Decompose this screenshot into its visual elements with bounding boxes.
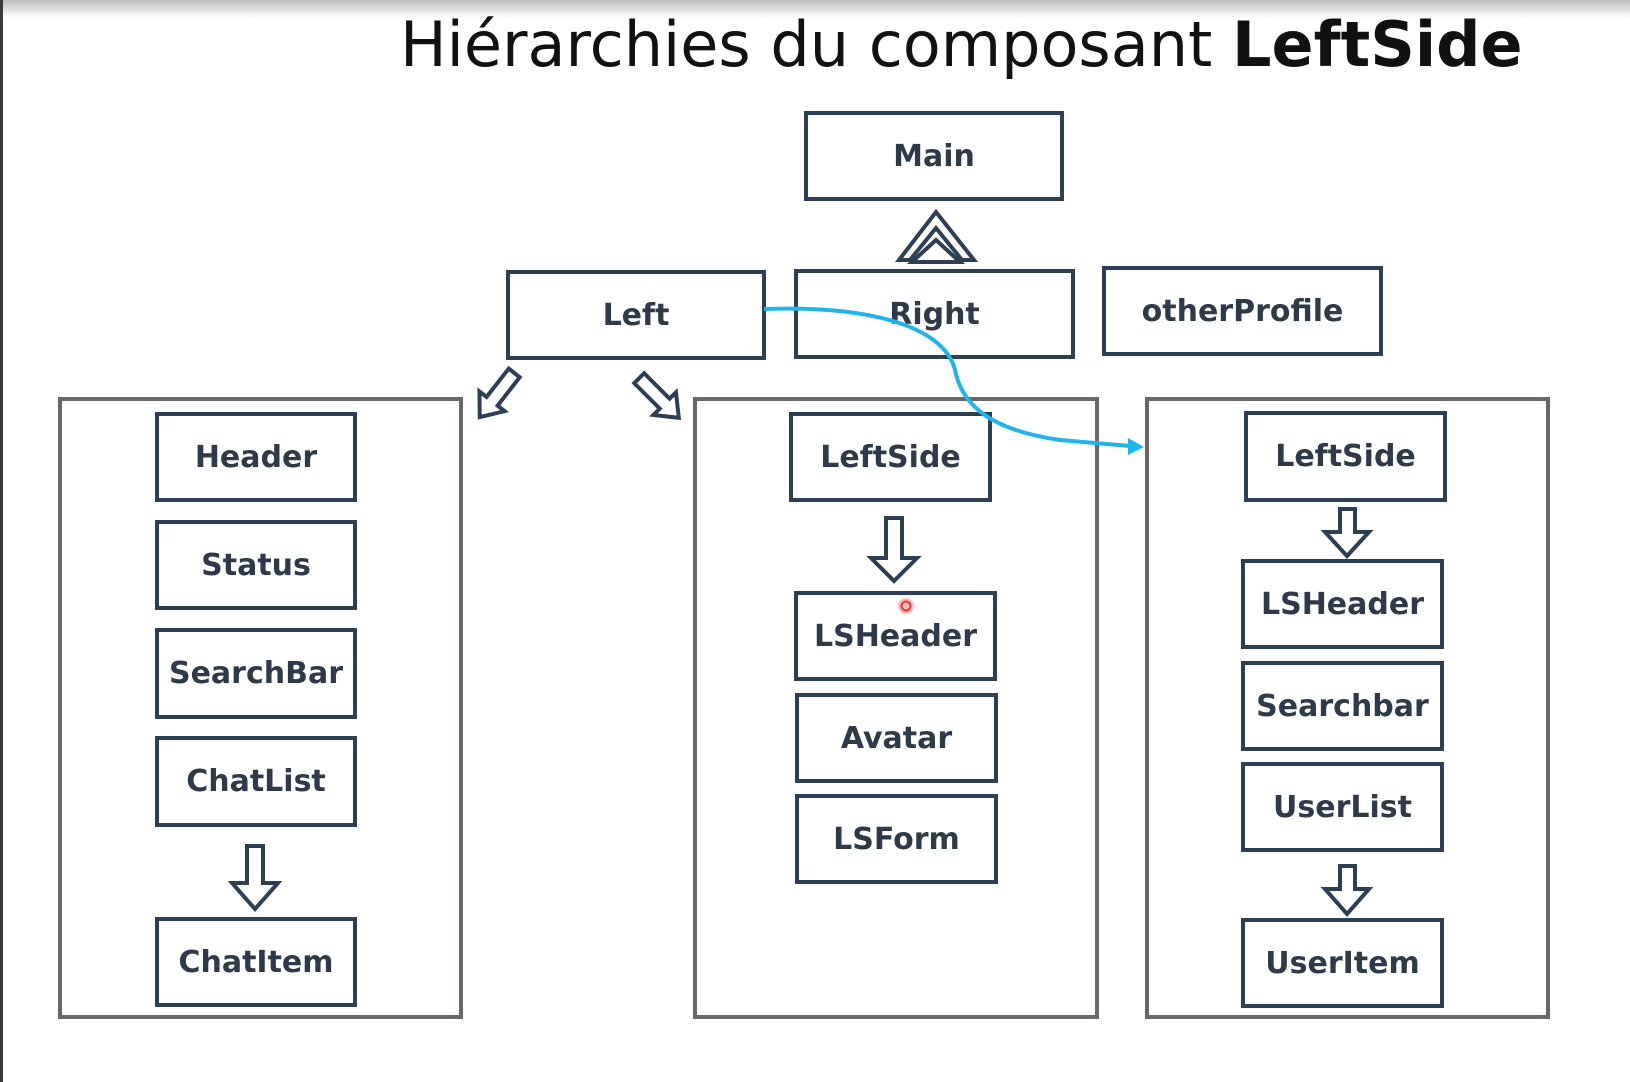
node-chatlist: ChatList — [155, 736, 357, 827]
node-chatitem: ChatItem — [155, 917, 357, 1007]
arrow-down-icon — [1320, 507, 1374, 559]
arrow-down-icon — [866, 516, 922, 584]
node-userlist: UserList — [1241, 762, 1444, 852]
otherprofile-panel — [1145, 397, 1550, 1019]
node-lsform: LSForm — [795, 794, 998, 884]
node-left: Left — [506, 270, 766, 360]
window-edge — [0, 0, 3, 1082]
title-bold: LeftSide — [1232, 8, 1523, 81]
node-searchbar-2: Searchbar — [1241, 661, 1444, 751]
cursor-indicator-icon — [898, 598, 914, 614]
node-main: Main — [804, 111, 1064, 201]
title-text: Hiérarchies du composant — [400, 8, 1233, 81]
node-searchbar: SearchBar — [155, 628, 357, 719]
node-avatar: Avatar — [795, 693, 998, 783]
arrow-down-right-icon — [631, 370, 682, 421]
leftside-panel — [693, 397, 1099, 1019]
node-leftside-2: LeftSide — [1244, 411, 1447, 502]
left-children-panel — [58, 397, 463, 1019]
arrow-down-left-icon — [477, 365, 523, 420]
arrow-down-icon — [1320, 864, 1374, 918]
slide-title: Hiérarchies du composant LeftSide — [400, 4, 1530, 86]
node-status: Status — [155, 520, 357, 610]
node-lsheader-2: LSHeader — [1241, 559, 1444, 649]
node-useritem: UserItem — [1241, 918, 1444, 1008]
node-header: Header — [155, 412, 357, 502]
arrow-down-icon — [227, 844, 283, 913]
top-shade — [0, 0, 1630, 18]
node-right: Right — [794, 269, 1075, 359]
connector-arrowhead-icon — [1128, 438, 1144, 455]
node-lsheader: LSHeader — [794, 591, 997, 681]
node-leftside: LeftSide — [789, 412, 992, 502]
bidirectional-chevron-icon — [894, 208, 979, 264]
connector-line — [763, 306, 1131, 448]
node-otherprofile: otherProfile — [1102, 266, 1383, 356]
